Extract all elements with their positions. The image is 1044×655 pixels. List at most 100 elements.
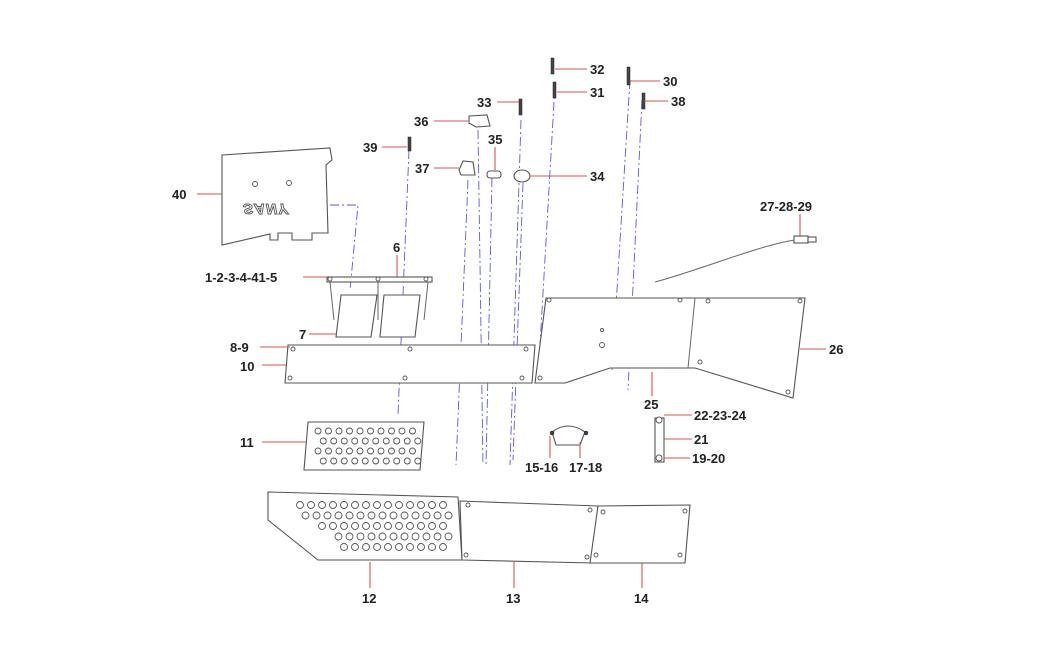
callout-15-16: 15-16 [525, 460, 558, 475]
perforation-hole [362, 501, 370, 509]
part-11-perforated-plate [303, 421, 425, 471]
perforation-hole [400, 511, 409, 520]
perforation-hole [351, 457, 359, 465]
part-15-18-cover [549, 425, 589, 446]
perforation-hole [340, 437, 348, 445]
perforation-hole [312, 511, 321, 520]
perforation-hole [411, 511, 420, 520]
perforation-hole [400, 532, 409, 541]
perforation-hole [388, 447, 395, 455]
perforation-hole [406, 522, 414, 530]
perforation-hole [345, 532, 354, 541]
perforation-hole [329, 522, 337, 530]
perforation-hole [346, 447, 353, 455]
perforation-hole [439, 501, 447, 509]
perforation-hole [362, 543, 370, 551]
perforation-hole [417, 543, 425, 551]
perforation-hole [335, 447, 343, 455]
callout-26: 26 [829, 342, 843, 357]
perforation-hole [334, 532, 343, 541]
perforation-hole [398, 447, 406, 455]
perforation-hole [409, 447, 416, 455]
perforation-hole [398, 427, 406, 435]
perforation-hole [428, 543, 436, 551]
perforation-hole [307, 501, 315, 509]
callout-12: 12 [362, 591, 376, 606]
perforation-hole [384, 522, 392, 530]
perforation-hole [384, 501, 392, 509]
perforation-hole [351, 437, 359, 445]
leader-lines [197, 68, 826, 588]
callout-7: 7 [299, 327, 306, 342]
perforation-hole [411, 532, 420, 541]
perforation-hole [377, 427, 385, 435]
perforation-hole [382, 457, 390, 465]
part-19-24-hinge [654, 416, 665, 463]
perforation-hole [373, 543, 381, 551]
sany-logo: SANY [243, 200, 290, 217]
perforation-hole [314, 427, 322, 435]
callout-32: 32 [590, 62, 604, 77]
perforation-hole [340, 457, 348, 465]
callout-13: 13 [506, 591, 520, 606]
perforation-hole [428, 501, 436, 509]
part-30-bolt [626, 66, 631, 86]
perforation-hole [319, 437, 327, 445]
perforation-hole [356, 511, 365, 520]
perforation-hole [325, 447, 332, 455]
perforation-hole [414, 457, 422, 465]
perforation-hole [351, 543, 359, 551]
perforation-hole [318, 522, 326, 530]
callout-21: 21 [694, 432, 708, 447]
perforation-hole [389, 532, 398, 541]
callout-22-23-24: 22-23-24 [694, 408, 747, 423]
part-6-7-bracket-assembly [326, 276, 433, 338]
perforation-hole [296, 501, 304, 509]
perforation-hole [439, 543, 447, 551]
perforation-hole [314, 447, 322, 455]
perforation-hole [362, 522, 370, 530]
perforation-hole [319, 457, 327, 465]
callout-19-20: 19-20 [692, 451, 725, 466]
perforation-hole [393, 457, 401, 465]
fasteners [407, 57, 646, 152]
part-33-bolt [518, 98, 523, 116]
perforation-hole [422, 511, 431, 520]
perforation-hole [323, 511, 332, 520]
perforation-hole [417, 501, 425, 509]
callout-10: 10 [240, 359, 254, 374]
perforation-hole [378, 511, 387, 520]
callout-labels: 40 39 36 33 32 31 30 38 35 37 34 27-28-2… [172, 62, 843, 606]
callout-34: 34 [590, 169, 605, 184]
perforation-hole [414, 437, 422, 445]
perforation-hole [395, 522, 403, 530]
perforation-hole [325, 427, 332, 435]
perforation-hole [318, 501, 326, 509]
perforation-hole [372, 437, 380, 445]
perforation-hole [403, 437, 411, 445]
callout-8-9: 8-9 [230, 340, 249, 355]
perforation-hole [388, 427, 395, 435]
callout-39: 39 [363, 140, 377, 155]
callout-36: 36 [414, 114, 428, 129]
callout-37: 37 [415, 161, 429, 176]
part-27-28-29-cable [654, 235, 817, 283]
perforation-hole [403, 457, 411, 465]
perforation-hole [433, 532, 442, 541]
callout-33: 33 [477, 95, 491, 110]
perforation-hole [346, 427, 353, 435]
perforation-hole [444, 532, 453, 541]
perforation-hole [361, 437, 369, 445]
perforation-hole [409, 427, 416, 435]
perforation-hole [356, 427, 364, 435]
part-34-grommet [513, 169, 531, 183]
perforation-hole [393, 437, 401, 445]
perforation-hole [373, 501, 381, 509]
perforation-hole [361, 457, 369, 465]
part-13-plate [459, 500, 599, 564]
perforation-hole [334, 511, 343, 520]
part-35-spacer [486, 170, 502, 179]
part-39-bolt [407, 136, 412, 152]
callout-30: 30 [663, 74, 677, 89]
